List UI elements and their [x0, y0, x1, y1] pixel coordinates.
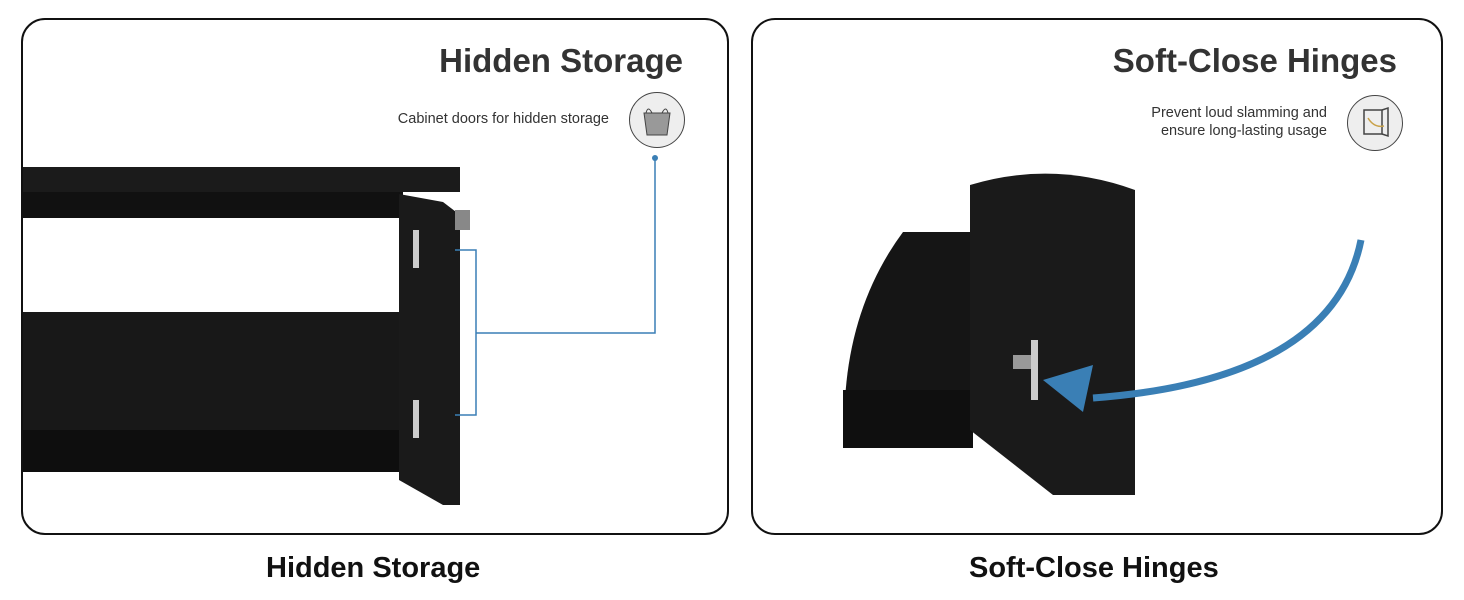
storage-basket-icon: [629, 92, 685, 148]
hidden-storage-panel: Hidden Storage Cabinet doors for hidden …: [21, 18, 729, 535]
soft-close-hinges-panel: Soft-Close Hinges Prevent loud slamming …: [751, 18, 1443, 535]
description-line: Prevent loud slamming and: [1151, 105, 1327, 121]
cabinet-illustration: [23, 155, 658, 505]
panel-title: Hidden Storage: [439, 42, 683, 79]
hinge-illustration: [843, 173, 1365, 496]
caption-soft-close-hinges: Soft-Close Hinges: [969, 552, 1219, 584]
panel-description: Cabinet doors for hidden storage: [397, 111, 609, 127]
door-hinge-icon: [1347, 95, 1403, 151]
caption-hidden-storage: Hidden Storage: [266, 552, 481, 584]
panel-title: Soft-Close Hinges: [1112, 42, 1397, 79]
panel-description: Prevent loud slamming and ensure long-la…: [1151, 104, 1327, 140]
description-line: ensure long-lasting usage: [1160, 123, 1327, 139]
